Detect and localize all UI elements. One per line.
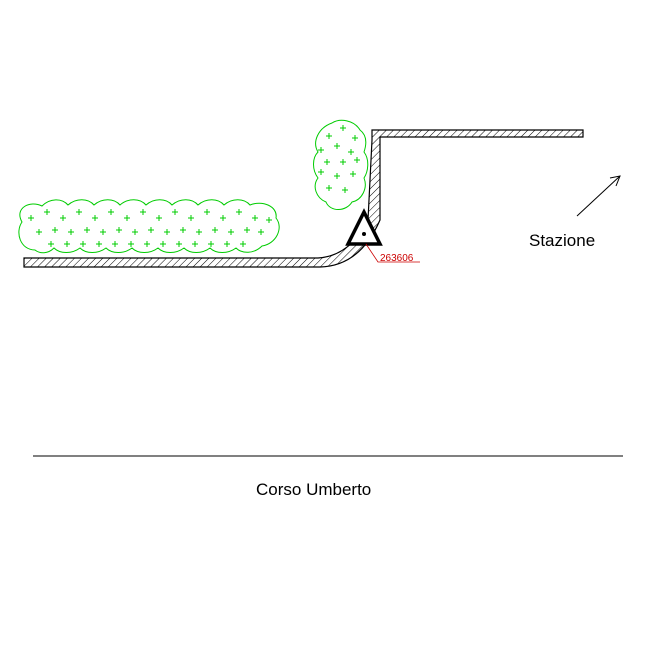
hedge-long-plus-marks xyxy=(28,209,272,247)
hatched-wall xyxy=(23,129,584,268)
street-label: Corso Umberto xyxy=(256,480,371,499)
marker-code-label: 263606 xyxy=(380,253,414,264)
hedge-small xyxy=(313,119,369,210)
station-label: Stazione xyxy=(529,231,595,250)
marker-callout: 263606 xyxy=(365,243,420,264)
north-east-arrow-icon xyxy=(576,175,621,217)
triangle-survey-marker-icon xyxy=(345,208,383,246)
hedge-long xyxy=(18,199,280,254)
